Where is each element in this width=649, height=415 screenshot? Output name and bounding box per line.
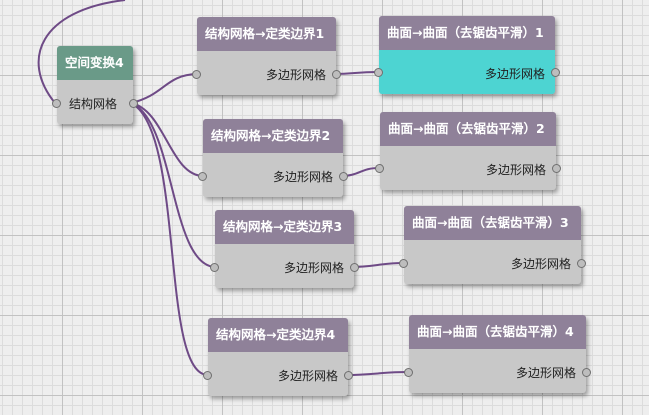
- input-port[interactable]: [192, 70, 201, 79]
- input-port[interactable]: [375, 164, 384, 173]
- node-boundary-4[interactable]: 结构网格→定类边界4 多边形网格: [203, 318, 353, 396]
- node-body: 多边形网格: [404, 240, 581, 284]
- input-port[interactable]: [210, 263, 219, 272]
- node-body: 多边形网格: [203, 153, 343, 197]
- node-title: 结构网格→定类边界1: [197, 17, 336, 51]
- node-body: 多边形网格: [379, 50, 555, 94]
- node-body: 多边形网格: [380, 146, 556, 190]
- output-port-label: 多边形网格: [515, 366, 576, 380]
- node-boundary-3[interactable]: 结构网格→定类边界3 多边形网格: [210, 210, 359, 288]
- wire-transform-boundary4[interactable]: [130, 102, 209, 376]
- input-port[interactable]: [198, 172, 207, 181]
- input-port[interactable]: [374, 68, 383, 77]
- output-port[interactable]: [551, 68, 560, 77]
- node-smooth-4[interactable]: 曲面→曲面（去锯齿平滑）4 多边形网格: [404, 315, 591, 393]
- output-port-label: 多边形网格: [485, 163, 546, 177]
- input-port[interactable]: [399, 259, 408, 268]
- input-port[interactable]: [404, 368, 413, 377]
- output-port[interactable]: [350, 263, 359, 272]
- node-body: 多边形网格: [208, 352, 348, 396]
- output-port-label: 多边形网格: [484, 67, 545, 81]
- node-smooth-3[interactable]: 曲面→曲面（去锯齿平滑）3 多边形网格: [399, 206, 586, 284]
- node-smooth-1[interactable]: 曲面→曲面（去锯齿平滑）1 多边形网格: [374, 16, 560, 94]
- node-title: 结构网格→定类边界2: [203, 119, 343, 153]
- output-port[interactable]: [129, 99, 138, 108]
- output-port-label: 多边形网格: [277, 369, 338, 383]
- node-body: 多边形网格: [409, 349, 586, 393]
- node-title: 结构网格→定类边界3: [215, 210, 354, 244]
- output-port-label: 多边形网格: [265, 68, 326, 82]
- output-port[interactable]: [582, 368, 591, 377]
- output-port-label: 多边形网格: [510, 257, 571, 271]
- node-space-transform-4[interactable]: 空间变换4 结构网格: [52, 46, 138, 124]
- node-title: 曲面→曲面（去锯齿平滑）1: [379, 16, 555, 50]
- wire-boundary4-smooth4[interactable]: [344, 371, 409, 376]
- node-title: 曲面→曲面（去锯齿平滑）3: [404, 206, 581, 240]
- input-port-label: 结构网格: [69, 97, 118, 111]
- wire-transform-boundary1[interactable]: [130, 73, 198, 104]
- node-title: 结构网格→定类边界4: [208, 318, 348, 352]
- input-port[interactable]: [52, 99, 61, 108]
- node-title: 曲面→曲面（去锯齿平滑）2: [380, 112, 556, 146]
- input-port[interactable]: [203, 371, 212, 380]
- output-port-label: 多边形网格: [272, 170, 333, 184]
- node-body: 多边形网格: [197, 51, 336, 95]
- node-boundary-2[interactable]: 结构网格→定类边界2 多边形网格: [198, 119, 348, 197]
- output-port[interactable]: [332, 70, 341, 79]
- node-body: 结构网格: [57, 80, 133, 124]
- node-boundary-1[interactable]: 结构网格→定类边界1 多边形网格: [192, 17, 341, 95]
- node-smooth-2[interactable]: 曲面→曲面（去锯齿平滑）2 多边形网格: [375, 112, 561, 190]
- output-port[interactable]: [339, 172, 348, 181]
- output-port[interactable]: [552, 164, 561, 173]
- node-body: 多边形网格: [215, 244, 354, 288]
- node-title: 空间变换4: [57, 46, 133, 80]
- node-title: 曲面→曲面（去锯齿平滑）4: [409, 315, 586, 349]
- output-port[interactable]: [577, 259, 586, 268]
- wire-transform-boundary2[interactable]: [130, 102, 204, 177]
- output-port-label: 多边形网格: [283, 261, 344, 275]
- output-port[interactable]: [344, 371, 353, 380]
